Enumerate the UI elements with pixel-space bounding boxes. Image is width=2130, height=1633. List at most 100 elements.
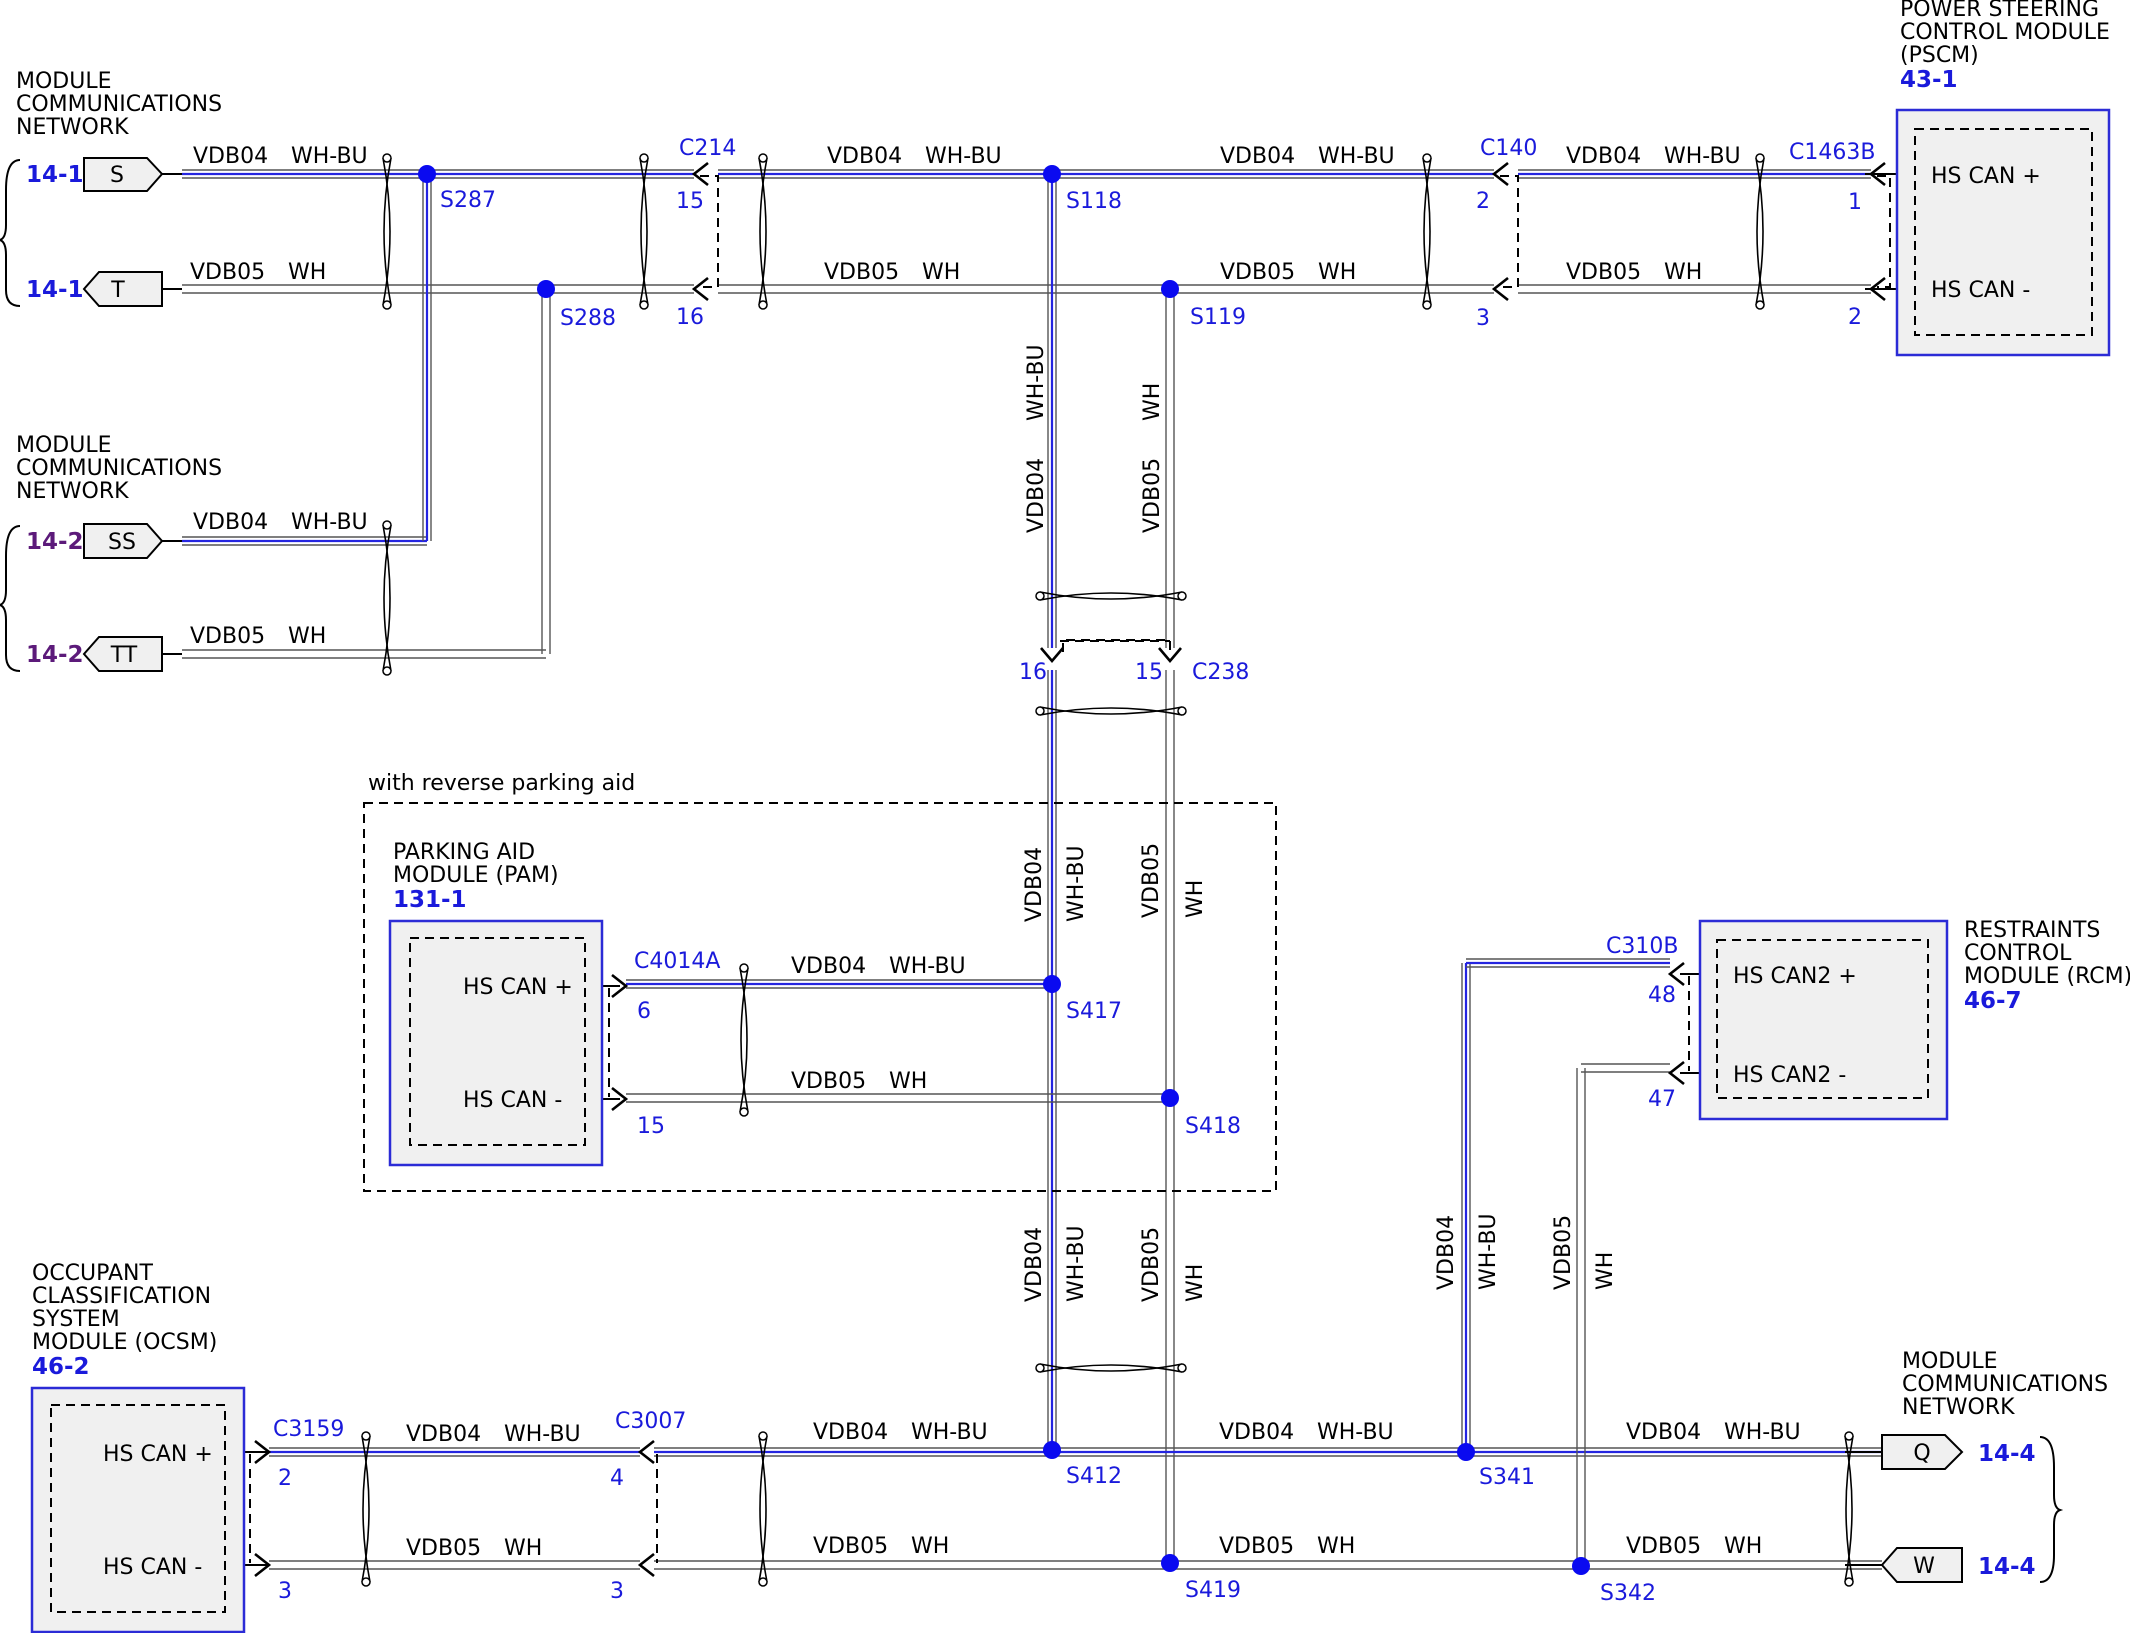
pscm-ref: 43-1 [1900, 67, 1958, 93]
pam-pin-minus: HS CAN - [463, 1088, 562, 1113]
svg-text:S119: S119 [1190, 305, 1246, 330]
wire-circuit-label: VDB05 [813, 1534, 888, 1559]
svg-text:2: 2 [278, 1466, 292, 1491]
offpage-flag-s: S 14-1 [26, 157, 164, 192]
wire-circuit-label: VDB05 [1140, 458, 1165, 533]
wire-color-label: WH-BU [504, 1422, 581, 1447]
splice-dots [418, 165, 1590, 1575]
wire-circuit-label: VDB05 [824, 260, 899, 285]
twist-symbol [1035, 706, 1187, 716]
svg-text:S412: S412 [1066, 1464, 1122, 1489]
connector-c4014a: C4014A [634, 949, 720, 974]
twist-symbol [1755, 153, 1765, 310]
svg-text:(PSCM): (PSCM) [1900, 43, 1979, 68]
wire-circuit-label: VDB04 [406, 1422, 481, 1447]
wire-vdb05-trunk-upper [1165, 289, 1175, 648]
splice-s287 [418, 165, 436, 183]
wire-layer [182, 169, 1882, 1570]
splice-s418 [1161, 1089, 1179, 1107]
ocsm-pin-minus: HS CAN - [103, 1555, 202, 1580]
wire-circuit-label: VDB04 [827, 144, 902, 169]
twist-symbol [382, 520, 392, 676]
wire-vdb05-mid-left [182, 649, 546, 659]
twist-symbol [361, 1431, 371, 1587]
connector-labels: C214 15 16 C140 2 3 C1463B 1 2 16 15 C23… [273, 136, 1875, 1604]
wire-color-label: WH [504, 1536, 542, 1561]
wire-color-label: WH [889, 1069, 927, 1094]
svg-text:POWER STEERING: POWER STEERING [1900, 0, 2099, 22]
wire-circuit-label: VDB05 [1551, 1215, 1576, 1290]
wire-circuit-label: VDB04 [791, 954, 866, 979]
wire-color-label: WH-BU [1476, 1213, 1501, 1290]
splice-s417 [1043, 975, 1061, 993]
svg-text:15: 15 [1135, 660, 1163, 685]
svg-text:S342: S342 [1600, 1581, 1656, 1606]
svg-text:16: 16 [1019, 660, 1047, 685]
wire-color-label: WH-BU [291, 510, 368, 535]
svg-text:S418: S418 [1185, 1114, 1241, 1139]
wire-color-label: WH [1317, 1534, 1355, 1559]
twist-symbol [1035, 591, 1187, 601]
twist-symbol [739, 963, 749, 1117]
wire-circuit-label: VDB05 [1219, 1534, 1294, 1559]
wire-circuit-label: VDB04 [1219, 1420, 1294, 1445]
svg-text:S287: S287 [440, 188, 496, 213]
wire-vdb05-pam [626, 1093, 1170, 1103]
offpage-ref-s: 14-1 [26, 162, 84, 188]
svg-text:S118: S118 [1066, 189, 1122, 214]
splice-s342 [1572, 1557, 1590, 1575]
wire-color-label: WH [911, 1534, 949, 1559]
wire-vdb05-s288-drop [541, 289, 551, 654]
pam-ref: 131-1 [393, 887, 467, 913]
wire-vdb05-bottom-left [269, 1560, 640, 1570]
reverse-parking-aid-group [363, 802, 1277, 1192]
wire-circuit-label: VDB04 [1626, 1420, 1701, 1445]
wire-circuit-label: VDB04 [1434, 1215, 1459, 1290]
wire-circuit-label: VDB04 [193, 510, 268, 535]
ocsm-module: HS CAN + HS CAN - [30, 1386, 246, 1633]
wire-color-label: WH [1664, 260, 1702, 285]
svg-text:3: 3 [610, 1579, 624, 1604]
svg-text:SS: SS [108, 530, 136, 555]
connector-c3159: C3159 [273, 1417, 344, 1442]
wire-circuit-label: VDB05 [1626, 1534, 1701, 1559]
twist-symbol [758, 1431, 768, 1587]
svg-text:COMMUNICATIONS: COMMUNICATIONS [1902, 1372, 2108, 1397]
svg-text:T: T [110, 278, 125, 303]
splice-s288 [537, 280, 555, 298]
svg-text:RESTRAINTS: RESTRAINTS [1964, 918, 2100, 943]
svg-text:Q: Q [1913, 1441, 1930, 1466]
rcm-pin-minus: HS CAN2 - [1733, 1063, 1846, 1088]
wire-color-label: WH-BU [925, 144, 1002, 169]
wire-circuit-label: VDB05 [1566, 260, 1641, 285]
wire-circuit-label: VDB05 [1139, 843, 1164, 918]
wire-color-label: WH-BU [1064, 1225, 1089, 1302]
wire-color-label: WH-BU [291, 144, 368, 169]
wire-circuit-label: VDB04 [1566, 144, 1641, 169]
wire-color-label: WH [1724, 1534, 1762, 1559]
offpage-ref-w: 14-4 [1978, 1554, 2036, 1580]
wire-circuit-label: VDB04 [1024, 458, 1049, 533]
offpage-flag-q: Q 14-4 [1881, 1434, 2036, 1470]
svg-text:W: W [1913, 1554, 1935, 1579]
connector-c140: C140 [1480, 136, 1537, 161]
wire-color-label: WH [1593, 1252, 1618, 1290]
splice-s341 [1457, 1443, 1475, 1461]
svg-text:OCCUPANT: OCCUPANT [32, 1261, 154, 1286]
pscm-pin-minus: HS CAN - [1931, 278, 2030, 303]
module-titles: MODULE COMMUNICATIONS NETWORK MODULE COM… [16, 0, 2130, 1420]
wire-vdb04-top-left [182, 169, 694, 179]
svg-text:48: 48 [1648, 983, 1676, 1008]
wire-vdb04-top-right [1518, 169, 1871, 179]
svg-text:MODULE: MODULE [16, 69, 112, 94]
twist-symbol [639, 153, 649, 310]
wire-vdb04-mid-left [182, 536, 427, 546]
svg-text:PARKING AID: PARKING AID [393, 840, 535, 865]
wire-color-label: WH [1183, 1264, 1208, 1302]
rcm-module: HS CAN2 + HS CAN2 - [1698, 919, 1949, 1121]
wire-vdb05-top-right [1518, 284, 1871, 294]
connector-shells [249, 175, 1891, 1563]
svg-text:2: 2 [1848, 305, 1862, 330]
wire-circuit-label: VDB04 [1022, 1227, 1047, 1302]
group-label: with reverse parking aid [368, 771, 635, 796]
